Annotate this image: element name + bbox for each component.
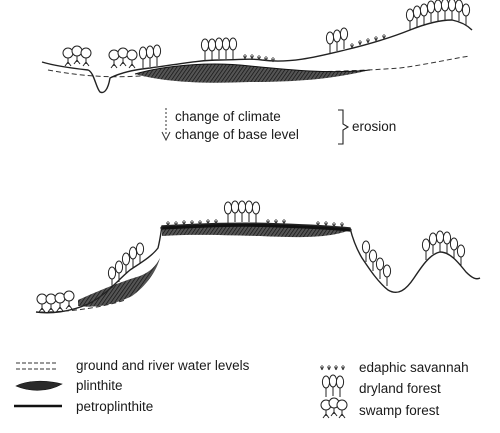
dryland-forest-symbol bbox=[321, 374, 345, 398]
lower-dryland-forest bbox=[107, 200, 466, 289]
upper-plinthite bbox=[135, 64, 370, 83]
lower-water-level bbox=[39, 299, 126, 313]
upper-water-level bbox=[47, 55, 471, 78]
plinthite-symbol bbox=[15, 380, 63, 391]
lower-plinthite-slope bbox=[78, 258, 160, 307]
legend-label-swamp: swamp forest bbox=[359, 403, 440, 418]
swamp-forest-symbol bbox=[320, 397, 348, 419]
upper-dryland-forest bbox=[138, 0, 471, 69]
lower-ground-surface bbox=[35, 222, 481, 314]
process-step-base-level: change of base level bbox=[175, 127, 299, 142]
process-annotation: change of climate change of base level e… bbox=[161, 108, 396, 145]
legend-label-savannah: edaphic savannah bbox=[359, 360, 469, 375]
legend-label-plinthite: plinthite bbox=[76, 378, 123, 393]
process-step-climate: change of climate bbox=[175, 109, 281, 124]
legend-label-dryland: dryland forest bbox=[359, 381, 441, 396]
lower-landscape bbox=[35, 200, 481, 314]
process-result-erosion: erosion bbox=[352, 119, 396, 134]
lower-swamp-forest bbox=[36, 290, 75, 313]
lower-petroplinthite bbox=[160, 223, 352, 232]
upper-landscape bbox=[41, 0, 473, 94]
savannah-symbol bbox=[319, 364, 346, 371]
upper-savannah bbox=[242, 33, 387, 63]
process-brace bbox=[338, 109, 350, 145]
legend: ground and river water levels plinthite … bbox=[14, 358, 469, 419]
upper-ground-surface bbox=[41, 19, 473, 94]
legend-label-water: ground and river water levels bbox=[76, 358, 250, 373]
legend-label-petroplinthite: petroplinthite bbox=[76, 399, 153, 414]
upper-swamp-forest bbox=[62, 45, 138, 69]
water-level-symbol bbox=[16, 362, 56, 370]
